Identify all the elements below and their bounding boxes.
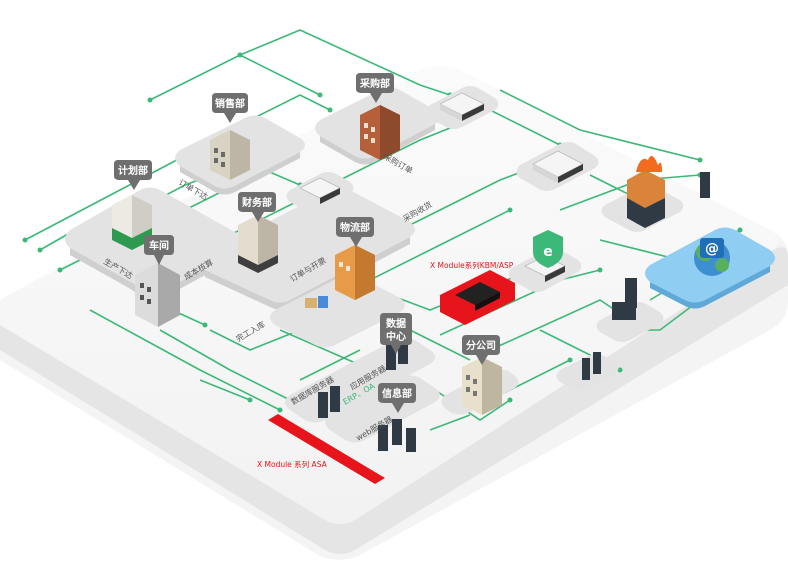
pin-planning-label: 计划部 xyxy=(118,164,148,177)
pin-datacenter-line2: 中心 xyxy=(386,330,406,343)
pin-workshop-label: 车间 xyxy=(149,239,169,252)
kbm-device xyxy=(440,270,515,325)
e-shield-icon: e xyxy=(533,230,563,268)
asa-red-bar xyxy=(268,414,385,484)
cloud-at-symbol: @ xyxy=(705,241,719,257)
logistics-building xyxy=(305,245,375,308)
pin-branch: 分公司 xyxy=(462,335,500,365)
branch-building xyxy=(462,357,502,415)
pin-logistics: 物流部 xyxy=(336,217,374,247)
pin-sales: 销售部 xyxy=(212,93,248,123)
label-kbm-device: X Module系列KBM/ASP xyxy=(430,260,514,270)
internet-cloud-icon: @ xyxy=(645,227,775,309)
pin-planning: 计划部 xyxy=(114,160,152,190)
pin-branch-label: 分公司 xyxy=(466,339,496,352)
datacenter-servers xyxy=(318,172,710,452)
label-asa-device: X Module 系列 ASA xyxy=(257,459,328,469)
routers xyxy=(299,92,584,282)
pin-logistics-label: 物流部 xyxy=(340,221,370,234)
workshop-building xyxy=(135,263,180,327)
pin-sales-label: 销售部 xyxy=(215,97,245,110)
purchasing-building xyxy=(360,105,400,160)
sales-building xyxy=(210,130,250,180)
finance-building xyxy=(238,215,278,273)
pin-finance: 财务部 xyxy=(238,192,276,222)
pin-finance-label: 财务部 xyxy=(241,196,272,209)
firewall-icon xyxy=(627,156,665,228)
e-shield-letter: e xyxy=(543,244,553,260)
pin-datacenter-line1: 数据 xyxy=(386,317,406,330)
pin-workshop: 车间 xyxy=(144,235,174,265)
pin-it-label: 信息部 xyxy=(382,387,412,400)
pin-datacenter: 数据 中心 xyxy=(380,313,412,354)
pin-purchasing-label: 采购部 xyxy=(359,77,390,90)
pin-purchasing: 采购部 xyxy=(356,73,394,103)
planning-building xyxy=(112,195,152,250)
pin-it: 信息部 xyxy=(378,383,416,413)
